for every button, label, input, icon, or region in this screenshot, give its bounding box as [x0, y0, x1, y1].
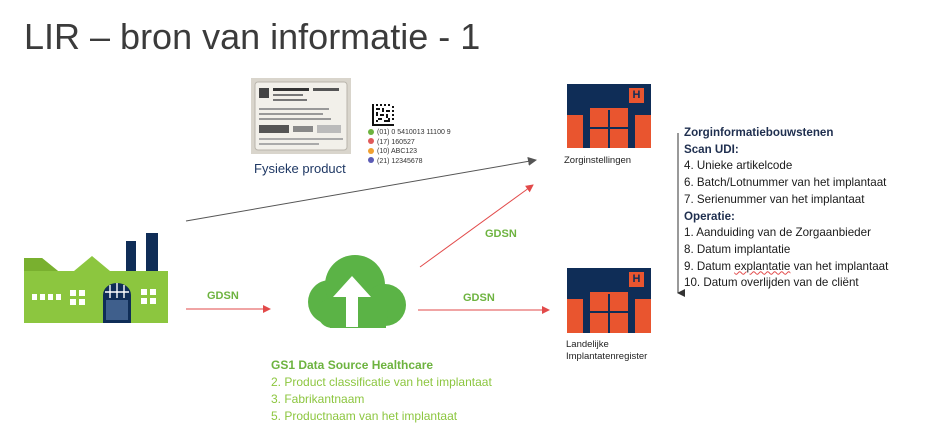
list-item: 6. Batch/Lotnummer van het implantaat — [684, 176, 887, 190]
arrow-factory-to-zorginstellingen — [185, 156, 537, 222]
ai-dot-icon — [368, 147, 374, 154]
zorginstellingen-label: Zorginstellingen — [564, 155, 632, 166]
barcode-line: (21) 12345678 — [368, 157, 451, 167]
list-item: 8. Datum implantatie — [684, 242, 791, 256]
list-item: 1. Aanduiding van de Zorgaanbieder — [684, 226, 871, 240]
gs1-data-source-panel: GS1 Data Source Healthcare 2. Product cl… — [271, 357, 492, 425]
product-photo — [251, 78, 351, 154]
list-item: 7. Serienummer van het implantaat — [684, 192, 865, 206]
ai-dot-icon — [368, 157, 374, 163]
gs1-heading: GS1 Data Source Healthcare — [271, 358, 434, 372]
barcode-line: (10) ABC123 — [368, 147, 451, 157]
hospital-badge: H — [632, 273, 641, 285]
barcode-line: (01) 0 5410013 11100 9 — [368, 128, 451, 138]
ai-dot-icon — [368, 128, 374, 135]
list-item: 3. Fabrikantnaam — [271, 392, 365, 406]
ai-dot-icon — [368, 138, 374, 144]
list-item: 4. Unieke artikelcode — [684, 159, 793, 173]
datamatrix-icon — [372, 104, 394, 126]
barcode-line: (17) 160527 — [368, 138, 451, 148]
implantatenregister-label: Landelijke Implantatenregister — [566, 339, 648, 362]
scan-heading: Scan UDI: — [684, 142, 739, 156]
zorginformatie-panel: Zorginformatiebouwstenen Scan UDI: 4. Un… — [684, 125, 888, 292]
list-item: 9. Datum explantatie van het implantaat — [684, 259, 889, 273]
list-item: 5. Productnaam van het implantaat — [271, 409, 458, 423]
page-title: LIR – bron van informatie - 1 — [24, 16, 481, 57]
hospital-implantatenregister-icon — [567, 268, 651, 333]
hospital-badge: H — [632, 89, 641, 101]
barcode-legend: (01) 0 5410013 11100 9 (17) 160527 (10) … — [368, 128, 451, 166]
gdsn-label: GDSN — [463, 292, 495, 304]
operatie-heading: Operatie: — [684, 209, 735, 223]
gdsn-label: GDSN — [485, 228, 517, 240]
spellcheck-word: explantatie — [734, 259, 791, 273]
hospital-zorginstellingen-icon — [567, 84, 651, 148]
physical-product-label: Fysieke product — [254, 161, 346, 176]
gdsn-label: GDSN — [207, 290, 239, 302]
info-heading: Zorginformatiebouwstenen — [684, 126, 834, 139]
list-item: 10. Datum overlijden van de cliënt — [684, 276, 859, 290]
cloud-upload-icon — [308, 255, 406, 328]
factory-icon — [24, 233, 168, 323]
arrow-cloud-to-zorginstellingen — [419, 184, 534, 268]
list-item: 2. Product classificatie van het implant… — [271, 375, 492, 389]
